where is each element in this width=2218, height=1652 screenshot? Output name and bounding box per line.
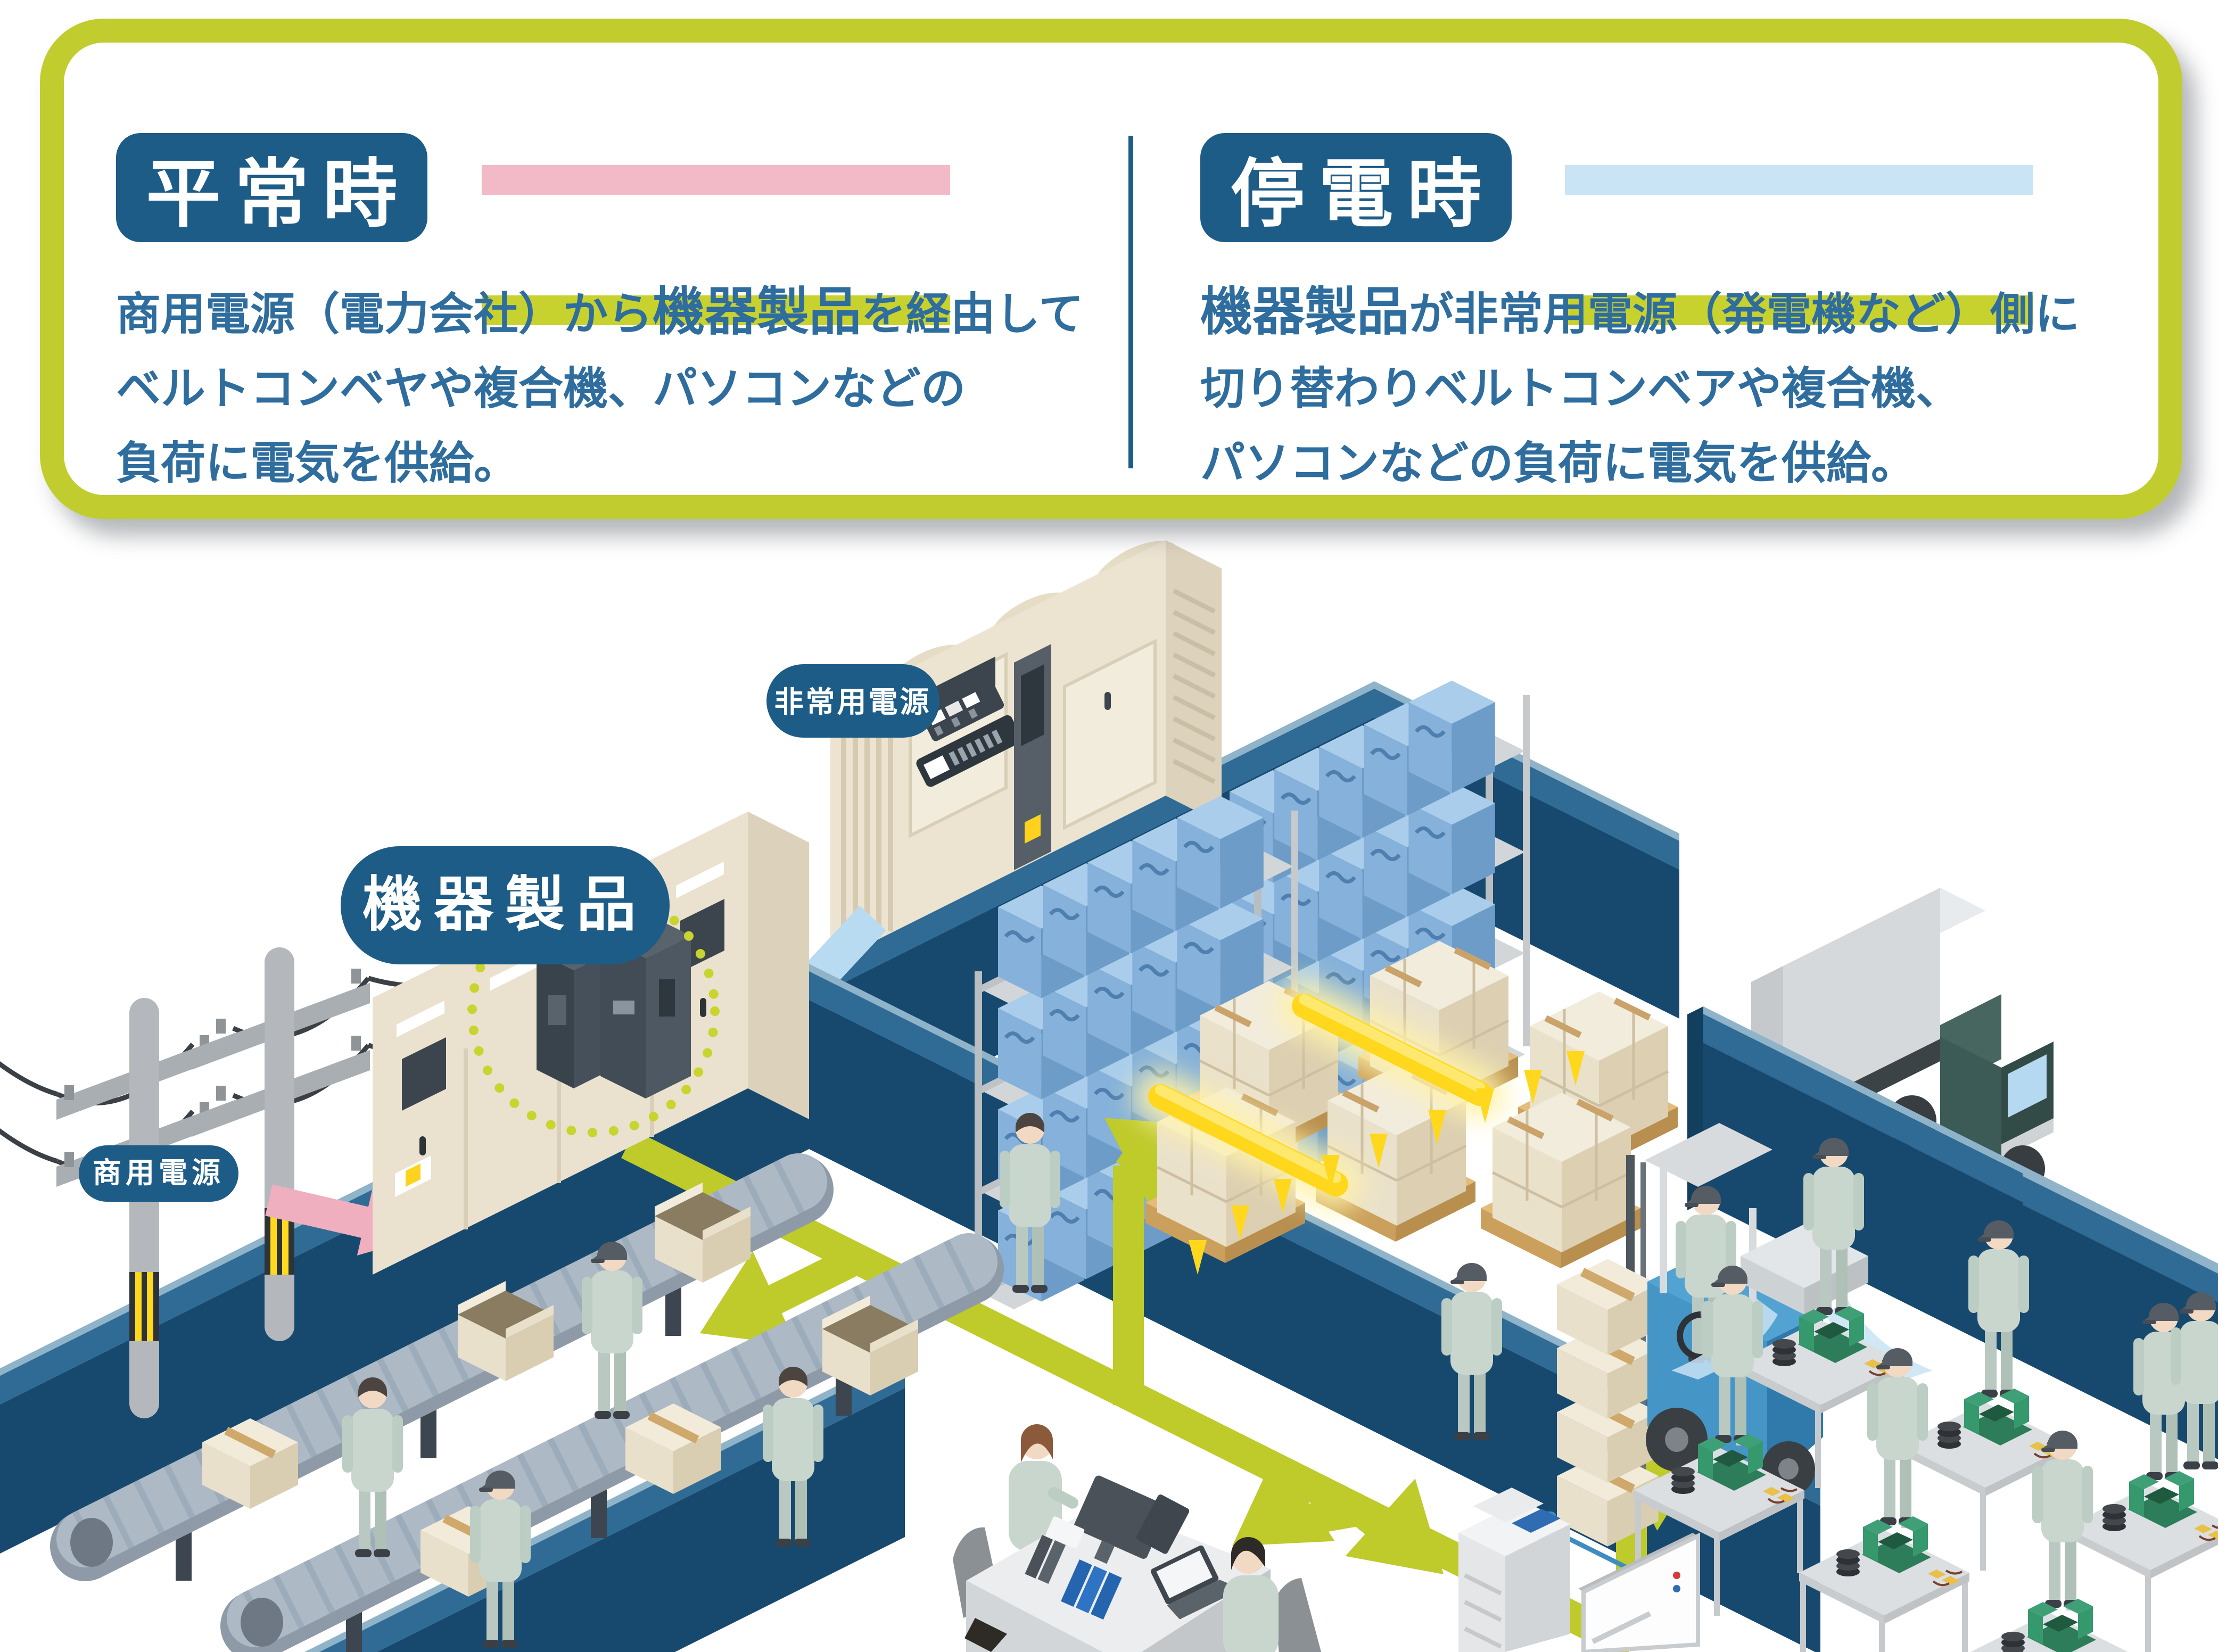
pole-1 — [56, 998, 235, 1418]
description-outage: 機器製品が非常用電源（発電機など）側に 切り替わりベルトコンベアや複合機、 パソ… — [1200, 275, 2212, 500]
underline-pink — [482, 165, 950, 195]
whiteboard — [1578, 1532, 1700, 1652]
outage-line1-post: が非常用電源（発電機など）側に — [1409, 288, 2080, 340]
label-commercial-power: 商用電源 — [79, 1145, 238, 1202]
keyboard — [1046, 1516, 1085, 1549]
office-area — [953, 1424, 1700, 1652]
explainer-panel: 平常時 商用電源（電力会社）から機器製品を経由して ベルトコンベヤや複合機、パソ… — [40, 19, 2182, 519]
label-emergency-power: 非常用電源 — [766, 664, 939, 738]
light-rays — [1189, 1051, 1585, 1275]
copier — [1458, 1488, 1570, 1652]
underline-olive-right — [1565, 295, 2033, 325]
underline-lightblue — [1565, 165, 2033, 195]
ceiling-light-icon — [1134, 979, 1585, 1275]
office-worker-man — [1223, 1537, 1322, 1652]
badge-normal: 平常時 — [116, 133, 427, 242]
power-arrow-desks — [1232, 1452, 1335, 1546]
pc-tower — [1136, 1494, 1190, 1554]
outage-line1: 機器製品が非常用電源（発電機など）側に — [1200, 275, 2212, 351]
waste-bin — [964, 1618, 1007, 1652]
badge-outage: 停電時 — [1200, 133, 1512, 242]
normal-line1: 商用電源（電力会社）から機器製品を経由して — [116, 275, 1127, 351]
power-arrow-copier — [1345, 1478, 1444, 1574]
normal-line1-bold: 機器製品 — [653, 282, 862, 342]
normal-line3: 負荷に電気を供給。 — [116, 437, 519, 489]
utility-poles — [0, 940, 566, 1418]
normal-line1-pre: 商用電源（電力会社）から — [116, 288, 653, 340]
label-equipment: 機器製品 — [341, 846, 670, 964]
normal-line2: ベルトコンベヤや複合機、パソコンなどの — [116, 362, 966, 415]
laptop — [1151, 1545, 1242, 1620]
outage-line3: パソコンなどの負荷に電気を供給。 — [1200, 437, 1916, 489]
outage-line1-bold: 機器製品 — [1200, 282, 1409, 342]
commercial-power-text: 商用電源 — [93, 1156, 225, 1190]
transfer-switch — [537, 913, 691, 1098]
description-normal: 商用電源（電力会社）から機器製品を経由して ベルトコンベヤや複合機、パソコンなど… — [116, 275, 1127, 500]
binders — [1025, 1535, 1122, 1620]
dock-walls — [1687, 1006, 2218, 1459]
outage-line2: 切り替わりベルトコンベアや複合機、 — [1200, 362, 1961, 415]
equipment-text: 機器製品 — [362, 870, 648, 939]
emergency-power-text: 非常用電源 — [774, 685, 931, 719]
power-arrow-conveyor — [700, 1245, 864, 1346]
panel-divider — [1128, 136, 1133, 468]
underline-olive-left — [482, 295, 950, 325]
normal-line1-post: を経由して — [861, 288, 1084, 340]
